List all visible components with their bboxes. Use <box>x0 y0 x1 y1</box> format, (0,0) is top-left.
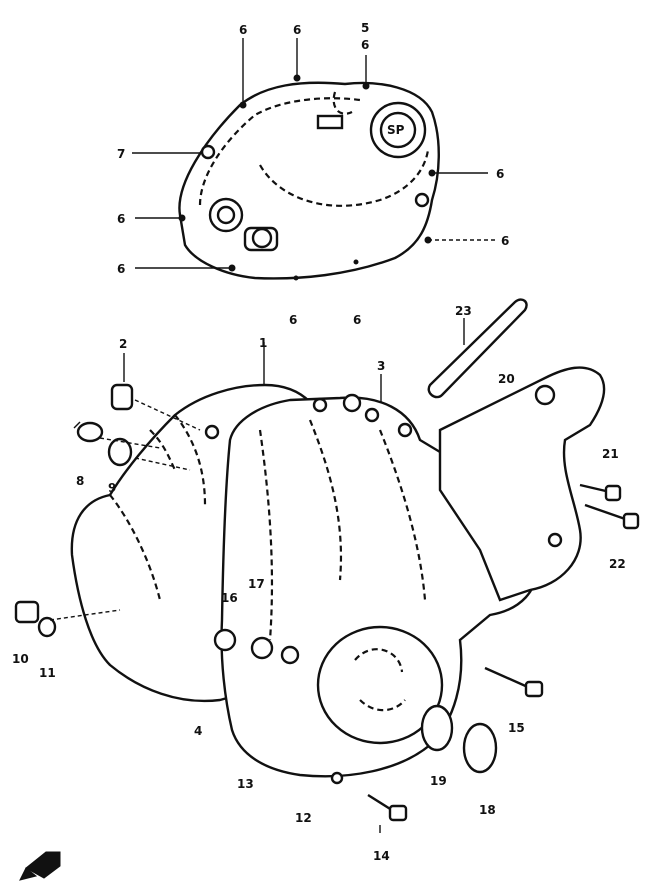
label-21: 21 <box>602 447 619 461</box>
label-4: 4 <box>194 724 202 738</box>
label-23: 23 <box>455 304 472 318</box>
label-13: 13 <box>237 777 254 791</box>
label-6: 6 <box>117 212 125 226</box>
cover-bolts <box>178 74 436 281</box>
bolt-22 <box>584 503 640 530</box>
label-9: 9 <box>108 481 116 495</box>
small-parts <box>14 298 640 822</box>
label-7: 7 <box>117 147 125 161</box>
label-6: 6 <box>353 313 361 327</box>
main-leader-lines <box>49 318 465 833</box>
label-18: 18 <box>479 803 496 817</box>
bolt-14 <box>367 793 408 822</box>
label-16: 16 <box>221 591 238 605</box>
label-15: 15 <box>508 721 525 735</box>
cover-inscription: SP <box>387 123 405 137</box>
label-6: 6 <box>117 262 125 276</box>
label-6: 6 <box>496 167 504 181</box>
label-12: 12 <box>295 811 312 825</box>
label-1: 1 <box>259 336 267 350</box>
label-6: 6 <box>361 38 369 52</box>
part-number-labels: 6 6 5 6 7 6 6 6 6 6 6 23 2 1 3 20 21 8 9… <box>12 21 626 863</box>
label-3: 3 <box>377 359 385 373</box>
label-6: 6 <box>239 23 247 37</box>
label-14: 14 <box>373 849 390 863</box>
label-19: 19 <box>430 774 447 788</box>
label-17: 17 <box>248 577 265 591</box>
label-10: 10 <box>12 652 29 666</box>
top-leader-lines <box>132 38 495 269</box>
label-6: 6 <box>289 313 297 327</box>
label-22: 22 <box>609 557 626 571</box>
front-direction-arrow-icon <box>19 851 61 881</box>
label-5: 5 <box>361 21 369 35</box>
label-6: 6 <box>501 234 509 248</box>
label-20: 20 <box>498 372 515 386</box>
label-11: 11 <box>39 666 56 680</box>
crankcase-assembly <box>70 366 606 785</box>
bolt-15 <box>484 666 544 698</box>
label-6: 6 <box>293 23 301 37</box>
label-8: 8 <box>76 474 84 488</box>
bolt-21 <box>579 483 622 502</box>
label-2: 2 <box>119 337 127 351</box>
clutch-cover: SP <box>178 81 440 280</box>
